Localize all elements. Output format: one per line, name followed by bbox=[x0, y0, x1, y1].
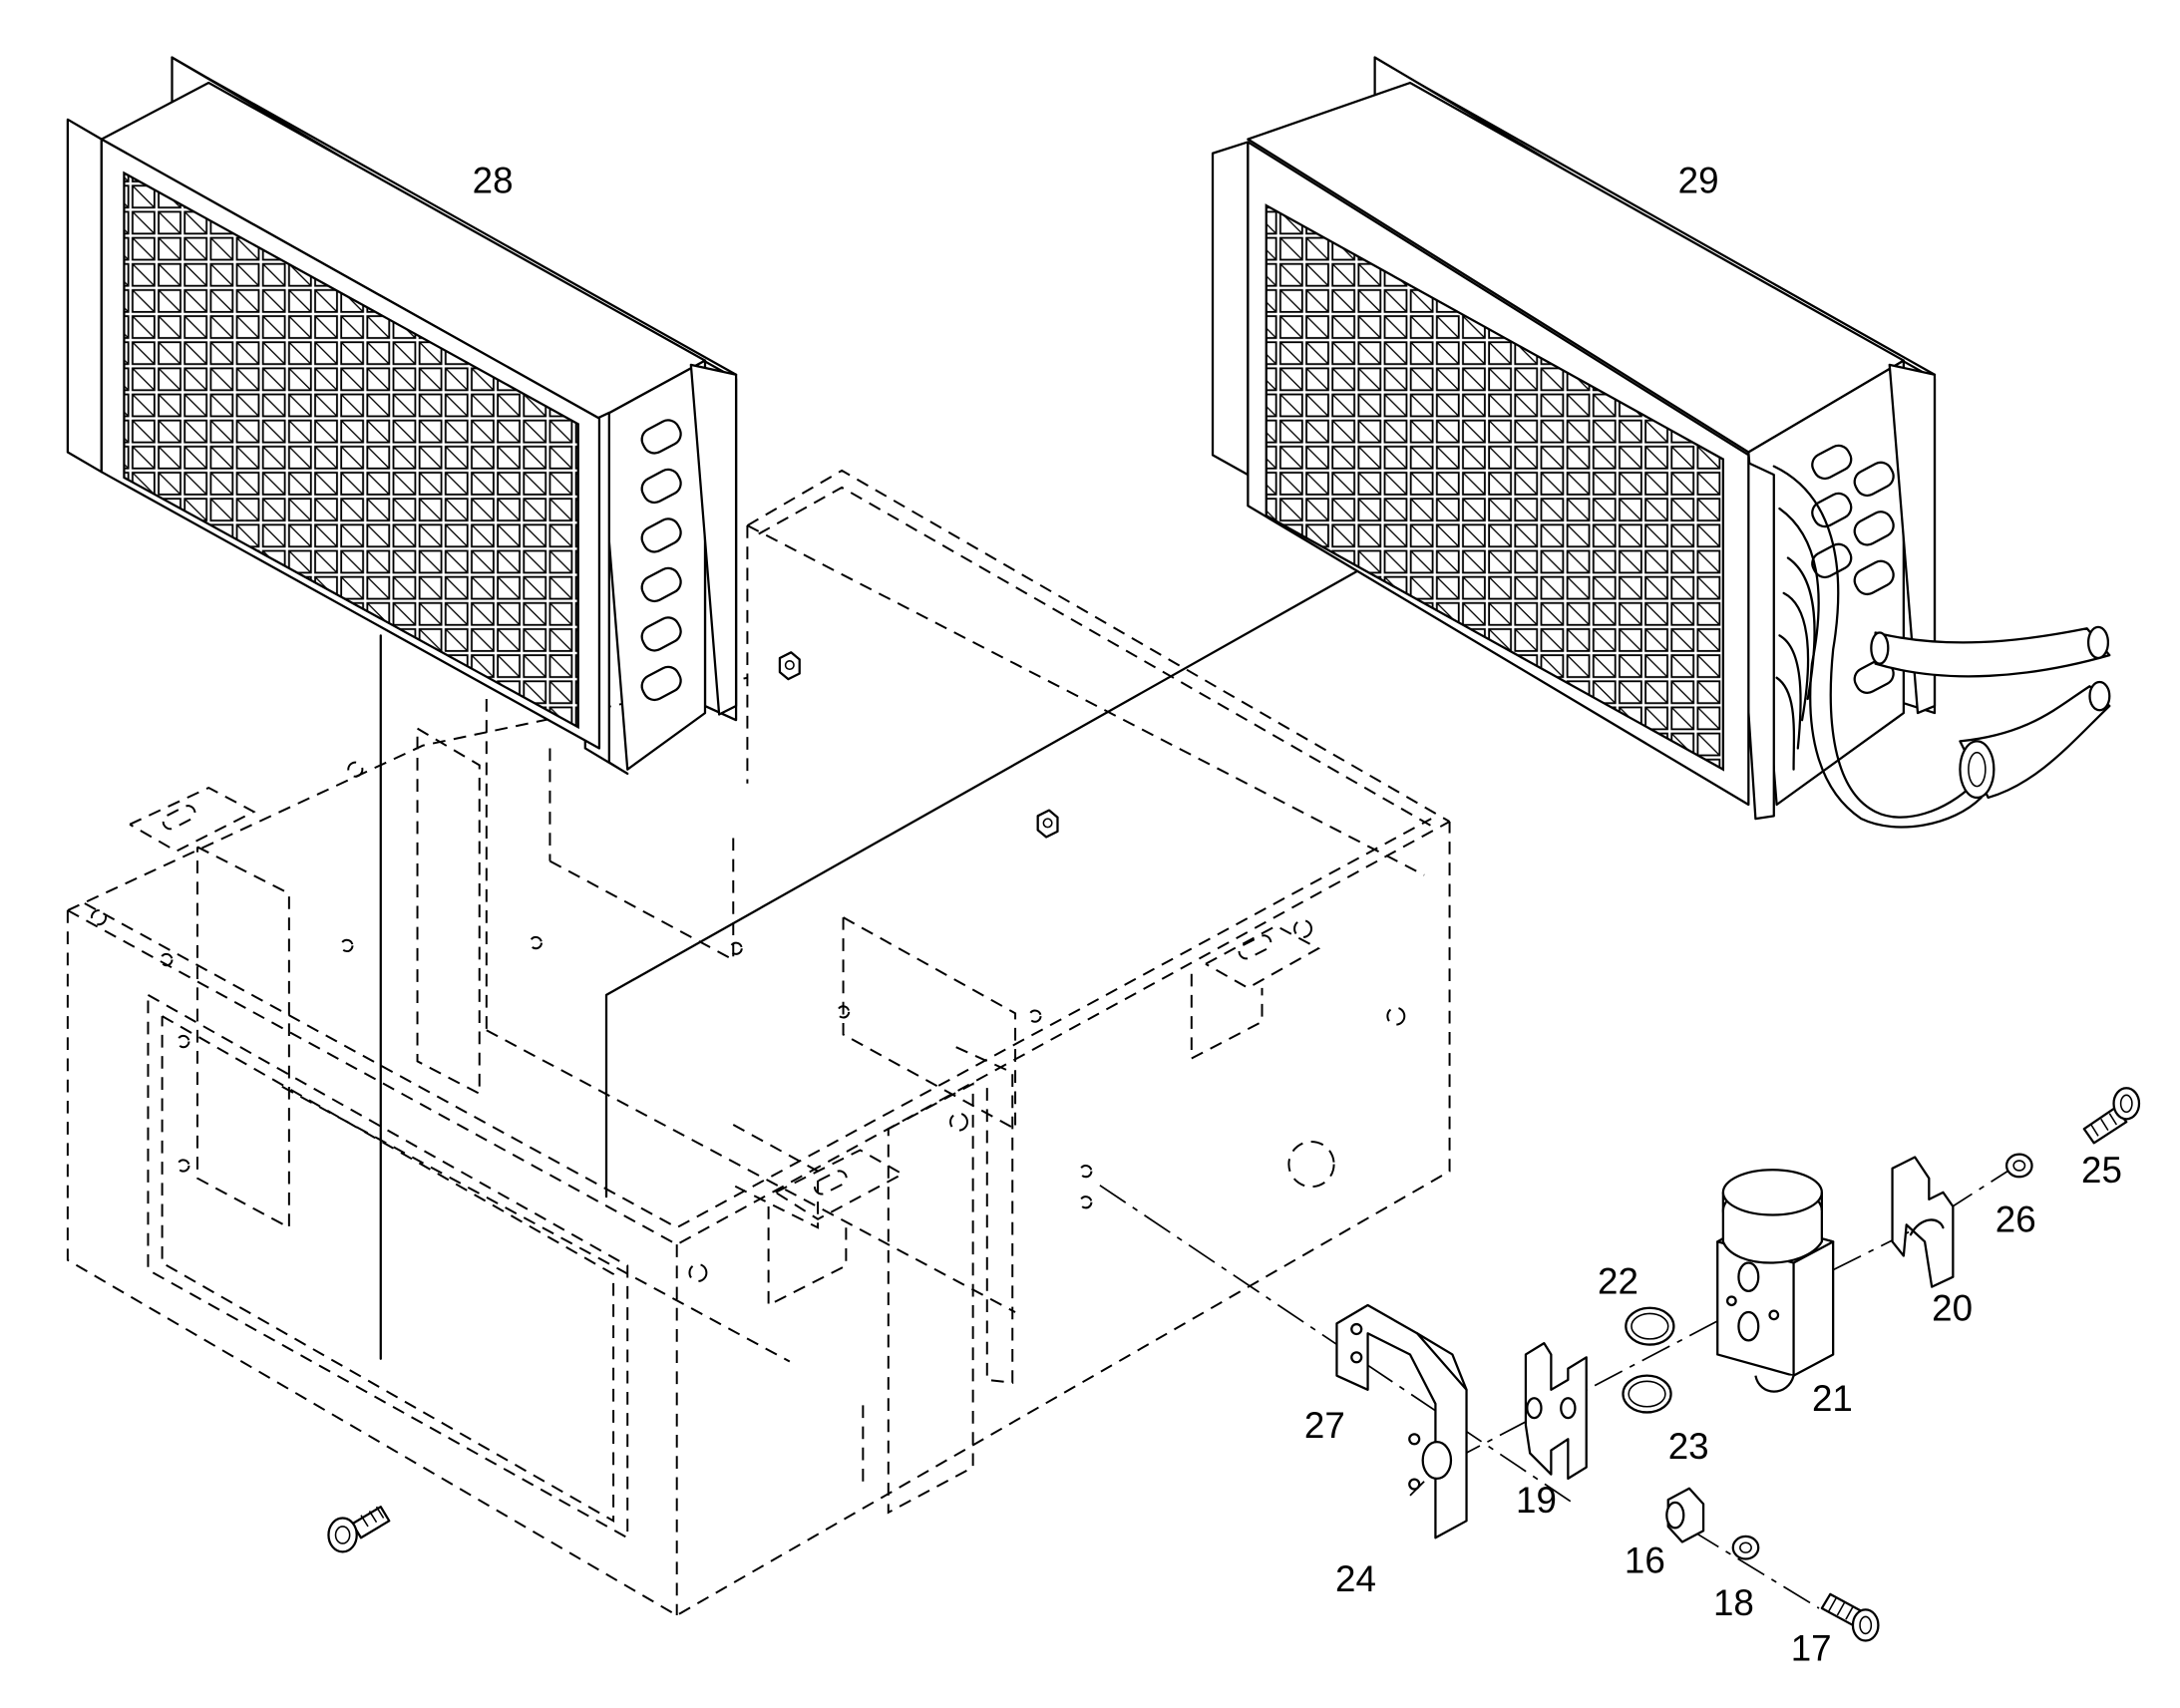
cap-screw-25 bbox=[2082, 1087, 2141, 1145]
callout-18: 18 bbox=[1713, 1582, 1754, 1623]
washer-26 bbox=[2004, 1153, 2033, 1179]
evaporator-coil-28 bbox=[66, 56, 738, 776]
callout-24: 24 bbox=[1335, 1558, 1376, 1599]
callout-26: 26 bbox=[1996, 1198, 2036, 1239]
callout-17: 17 bbox=[1791, 1627, 1832, 1668]
callout-22: 22 bbox=[1598, 1261, 1638, 1302]
tube-bends bbox=[1811, 444, 1895, 695]
callout-labels: 28 29 22 25 26 20 27 21 23 19 16 24 18 1… bbox=[473, 160, 2122, 1668]
callout-27: 27 bbox=[1304, 1405, 1345, 1446]
callout-16: 16 bbox=[1625, 1540, 1665, 1581]
callout-20: 20 bbox=[1932, 1288, 1973, 1329]
expansion-valve-21 bbox=[1716, 1169, 1835, 1393]
refrigerant-lines bbox=[1772, 465, 2111, 829]
callout-21: 21 bbox=[1812, 1378, 1853, 1419]
evaporator-coil-29 bbox=[1211, 56, 2111, 829]
cap-screw-17 bbox=[1820, 1592, 1880, 1642]
o-ring-23 bbox=[1622, 1374, 1672, 1414]
cap-screw-24 bbox=[327, 1506, 391, 1553]
callout-25: 25 bbox=[2081, 1150, 2122, 1191]
o-ring-22 bbox=[1625, 1306, 1675, 1346]
washer-18 bbox=[1731, 1535, 1760, 1560]
clamp-20 bbox=[1891, 1156, 1955, 1288]
callout-28: 28 bbox=[473, 160, 514, 200]
nut-icon bbox=[778, 651, 1059, 839]
callout-29: 29 bbox=[1678, 160, 1719, 200]
tube-bends bbox=[640, 419, 682, 702]
housing-phantom bbox=[66, 469, 1451, 1617]
callout-19: 19 bbox=[1516, 1480, 1557, 1521]
mounting-bracket-27 bbox=[1335, 1303, 1468, 1539]
callout-23: 23 bbox=[1668, 1426, 1709, 1467]
nut-16 bbox=[1665, 1487, 1705, 1543]
clamp-19 bbox=[1524, 1342, 1588, 1481]
